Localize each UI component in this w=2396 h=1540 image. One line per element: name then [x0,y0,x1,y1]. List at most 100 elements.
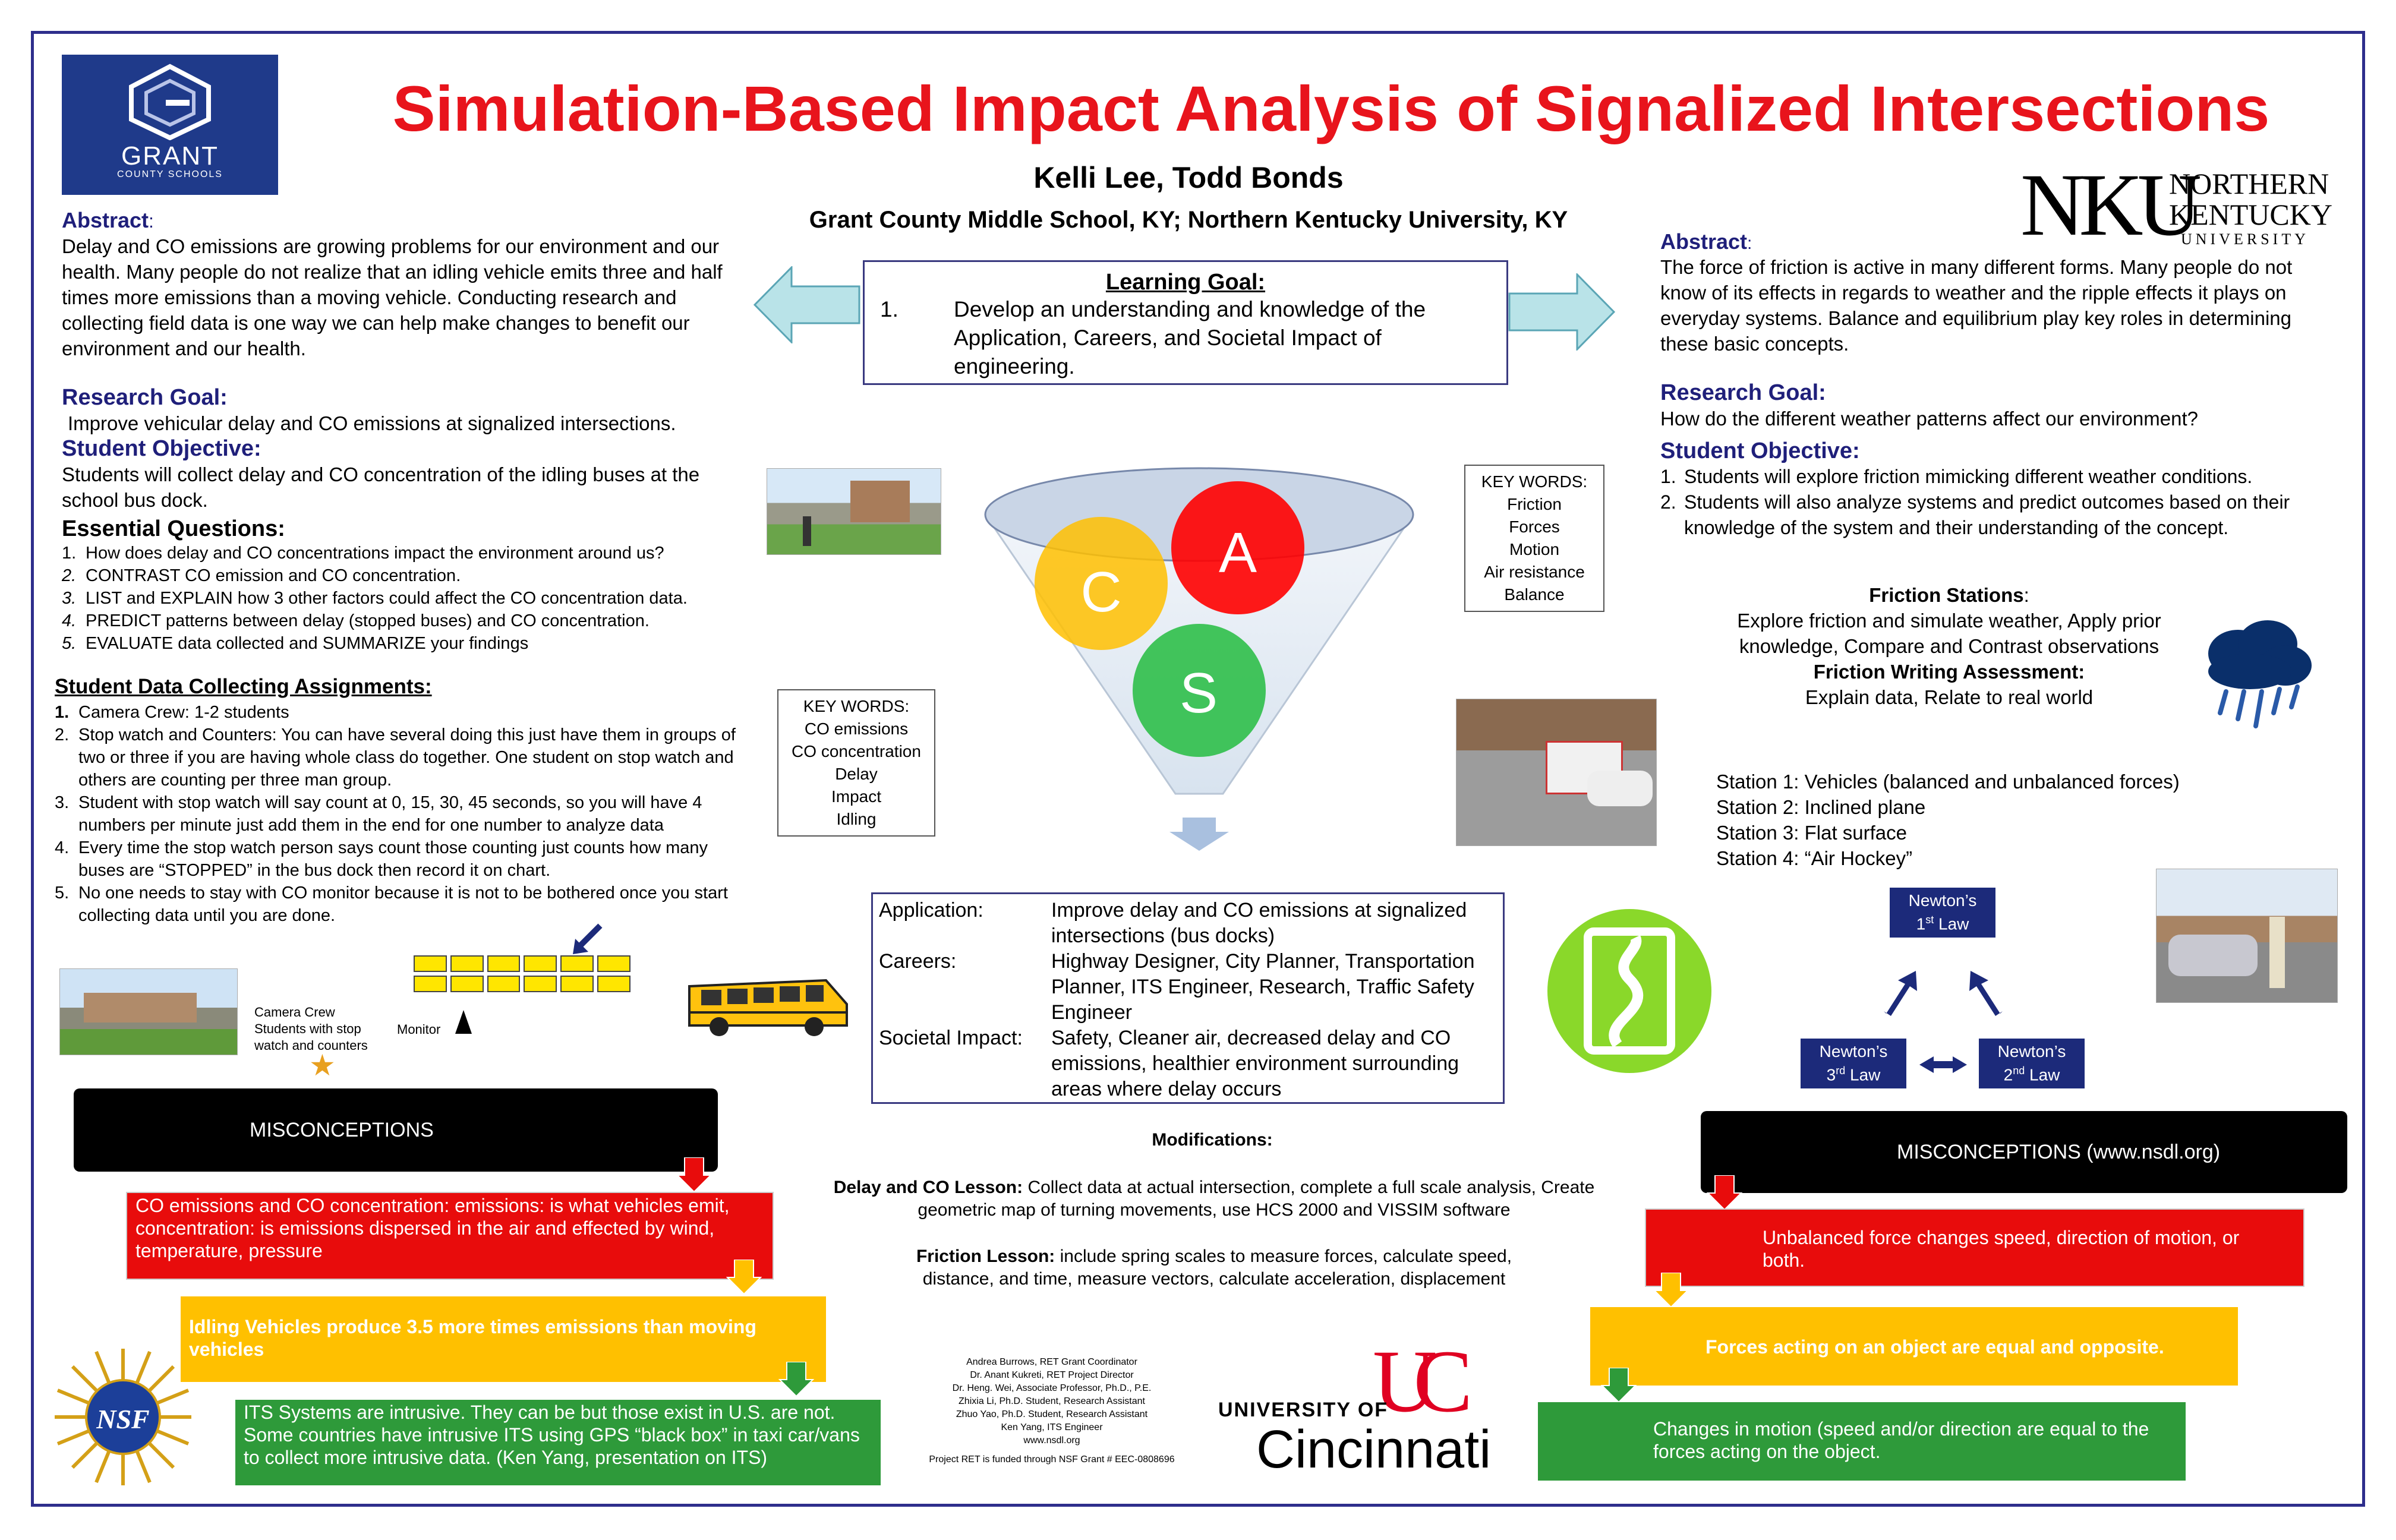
assignments-heading: Student Data Collecting Assignments: [55,675,432,698]
list-item: 5.EVALUATE data collected and SUMMARIZE … [62,634,529,653]
modifications-delay: Delay and CO Lesson: Collect data at act… [833,1178,1595,1220]
funnel-letter-c: C [1080,560,1122,624]
keyword: Friction [1507,495,1562,513]
nku-logo-line2: KENTUCKY [2169,198,2332,231]
keyword: Idling [836,810,877,828]
assignments-list: 1.Camera Crew: 1-2 students 2.Stop watch… [55,701,756,927]
keyword: CO emissions [804,719,909,738]
keyword: Motion [1509,540,1560,558]
down-arrow-icon [778,1362,814,1397]
right-objective-list: 1.Students will explore friction mimicki… [1660,464,2338,541]
uc-logo-line2: Cincinnati [1256,1420,1492,1479]
left-objective-text: Students will collect delay and CO conce… [62,463,700,511]
friction-stations: Friction Stations: Explore friction and … [1737,584,2161,708]
right-research-text: How do the different weather patterns af… [1660,408,2198,430]
list-item: 3.Student with stop watch will say count… [55,793,702,835]
funnel-letter-a: A [1218,521,1257,585]
monitor-label: Monitor [397,1022,441,1037]
table-row: Careers:Highway Designer, City Planner, … [879,950,1475,1024]
road-icon [1547,909,1711,1073]
left-abstract-text: Delay and CO emissions are growing probl… [62,235,723,359]
intersection-photo-1 [767,468,941,555]
stations-list: Station 1: Vehicles (balanced and unbala… [1716,769,2251,871]
uc-logo-line1: UNIVERSITY OF [1218,1399,1389,1421]
list-item: Station 4: “Air Hockey” [1716,847,1913,869]
right-abstract-heading: Abstract [1660,229,1748,254]
keyword: Delay [835,765,878,783]
right-abstract-colon: : [1747,233,1752,253]
affiliations: Grant County Middle School, KY; Northern… [809,207,1568,233]
cycle-arrows-icon [1884,971,2003,1073]
left-arrow-icon [754,266,860,343]
learning-goal-text: Develop an understanding and knowledge o… [954,297,1426,378]
list-item: Station 2: Inclined plane [1716,796,1926,818]
newton-photo [2156,869,2338,1003]
right-misconception-3: Changes in motion (speed and/or directio… [1538,1402,2186,1481]
nsf-logo-text: NSF [96,1404,150,1434]
list-item: 4.PREDICT patterns between delay (stoppe… [62,611,650,630]
right-objective-heading: Student Objective: [1660,438,1860,463]
nku-logo-line1: NORTHERN [2169,167,2329,200]
essential-questions-heading: Essential Questions: [62,516,285,541]
left-abstract-heading: Abstract [62,208,149,232]
school-photo [59,968,238,1055]
list-item: Station 3: Flat surface [1716,822,1907,844]
table-row: Societal Impact:Safety, Cleaner air, dec… [879,1027,1459,1100]
newton-2nd-law: Newton’s 2nd Law [1979,1039,2085,1088]
star-icon: ★ [309,1049,336,1082]
list-item: 5.No one needs to stay with CO monitor b… [55,883,728,925]
pointer-arrow-icon [573,923,603,954]
down-arrow-icon [1601,1368,1637,1403]
grant-logo: GRANT COUNTY SCHOOLS [62,55,278,195]
list-item: 2.CONTRAST CO emission and CO concentrat… [62,566,461,585]
list-item: 2.Stop watch and Counters: You can have … [55,725,736,790]
monitor-triangle-icon [455,1010,472,1034]
left-objective-heading: Student Objective: [62,436,261,461]
funding-note: Project RET is funded through NSF Grant … [929,1454,1175,1465]
bus-dock-grid [414,955,630,992]
grant-logo-sub: COUNTY SCHOOLS [117,169,223,179]
essential-questions-list: 1.How does delay and CO concentrations i… [62,542,757,655]
keyword: Impact [831,787,882,806]
nku-logo-line3: UNIVERSITY [2181,231,2309,248]
application-circle [1171,481,1304,614]
down-arrow-icon [676,1157,712,1193]
left-research-heading: Research Goal: [62,385,228,410]
poster-title: Simulation-Based Impact Analysis of Sign… [392,72,2270,144]
list-item: 2.Students will also analyze systems and… [1660,491,2290,538]
nsf-logo: NSF [55,1349,191,1485]
learning-goal-title: Learning Goal: [1105,270,1266,295]
keyword: Balance [1504,585,1565,604]
poster-border [31,31,2365,1507]
table-row: Application:Improve delay and CO emissio… [879,899,1467,947]
down-arrow-icon [1707,1175,1742,1211]
newton-1st-law: Newton’s 1st Law [1890,888,1995,938]
keywords-title: KEY WORDS: [1481,472,1588,491]
acs-funnel-diagram [984,467,1414,851]
list-item: 1.Camera Crew: 1-2 students [55,703,289,722]
list-item: 1.Students will explore friction mimicki… [1660,466,2253,487]
funnel-letter-s: S [1179,661,1218,725]
left-keywords-box: KEY WORDS: CO emissions CO concentration… [777,689,935,837]
right-arrow-icon [1508,273,1615,351]
careers-circle [1035,517,1168,650]
intersection-photo-2 [1456,699,1657,846]
down-arrow-icon [1653,1273,1689,1308]
rain-cloud-icon [2208,620,2312,728]
societal-impact-circle [1133,624,1266,757]
list-item: 1.How does delay and CO concentrations i… [62,544,664,563]
down-arrow-icon [726,1260,762,1295]
nku-logo: NKU NORTHERN KENTUCKY UNIVERSITY [2020,156,2332,255]
left-abstract-colon: : [149,210,154,232]
authors: Kelli Lee, Todd Bonds [1033,161,1344,194]
modifications-friction: Friction Lesson: include spring scales t… [916,1246,1512,1289]
school-bus-icon [688,979,848,1036]
nku-logo-mark: NKU [2020,156,2202,254]
list-item: 4.Every time the stop watch person says … [55,838,708,880]
right-misconception-2: Forces acting on an object are equal and… [1590,1307,2238,1386]
grant-logo-name: GRANT [121,141,219,171]
keyword: Forces [1509,517,1560,536]
right-misconception-1: Unbalanced force changes speed, directio… [1645,1208,2304,1287]
right-keywords-box: KEY WORDS: Friction Forces Motion Air re… [1464,465,1604,612]
learning-goal-number: 1. [880,297,898,321]
